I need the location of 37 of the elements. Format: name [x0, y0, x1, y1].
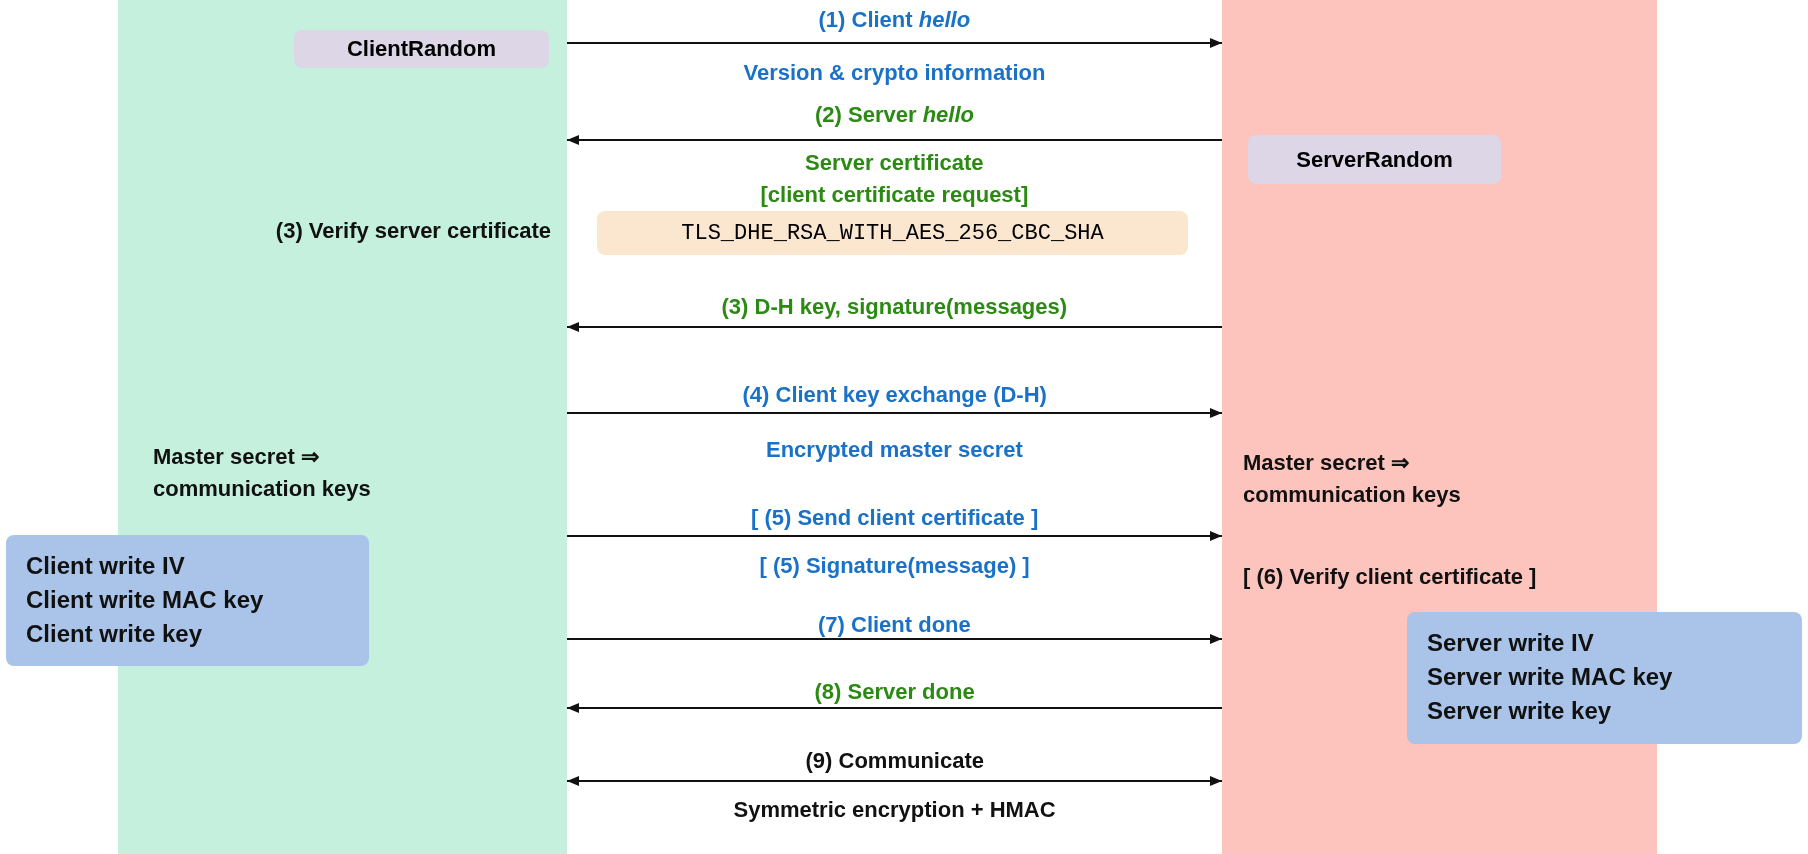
lane-note: Master secret ⇒ communication keys: [153, 443, 372, 503]
key-name: Client write IV: [26, 551, 185, 581]
message-arrow: [566, 408, 1223, 418]
client-keys-box: [6, 535, 369, 666]
cipher-suite-tag: TLS_DHE_RSA_WITH_AES_256_CBC_SHA: [597, 211, 1188, 255]
key-name: Client write key: [26, 619, 203, 649]
message-note: Symmetric encryption + HMAC: [733, 797, 1056, 823]
key-name: Server write IV: [1427, 628, 1594, 658]
message-label: [ (5) Send client certificate ]: [751, 505, 1039, 531]
message-note: [client certificate request]: [760, 182, 1029, 208]
lane-note: Master secret ⇒ communication keys: [1243, 449, 1462, 509]
lane-note: (3) Verify server certificate: [275, 217, 551, 245]
lane-note: [ (6) Verify client certificate ]: [1243, 563, 1537, 591]
message-note: Version & crypto information: [743, 60, 1046, 86]
message-arrow: [566, 38, 1223, 48]
message-label: (8) Server done: [814, 679, 975, 705]
client-random-tag: ClientRandom: [294, 30, 549, 68]
message-label: (2) Server hello: [815, 102, 974, 128]
message-arrow: [566, 135, 1223, 145]
message-arrow: [566, 322, 1223, 332]
key-name: Server write MAC key: [1427, 662, 1673, 692]
key-name: Server write key: [1427, 696, 1612, 726]
message-label: (9) Communicate: [805, 748, 984, 774]
message-arrow: [566, 703, 1223, 713]
server-random-tag: ServerRandom: [1248, 135, 1501, 184]
message-note: [ (5) Signature(message) ]: [759, 553, 1030, 579]
message-label: (3) D-H key, signature(messages): [721, 294, 1068, 320]
message-arrow: [566, 531, 1223, 541]
message-label: (1) Client hello: [818, 7, 971, 33]
message-arrow: [566, 634, 1223, 644]
key-name: Client write MAC key: [26, 585, 264, 615]
message-note: Server certificate: [805, 150, 984, 176]
message-arrow: [566, 776, 1223, 786]
message-label: (7) Client done: [818, 612, 971, 638]
message-label: (4) Client key exchange (D-H): [742, 382, 1047, 408]
message-note: Encrypted master secret: [766, 437, 1023, 463]
server-keys-box: [1407, 612, 1802, 744]
